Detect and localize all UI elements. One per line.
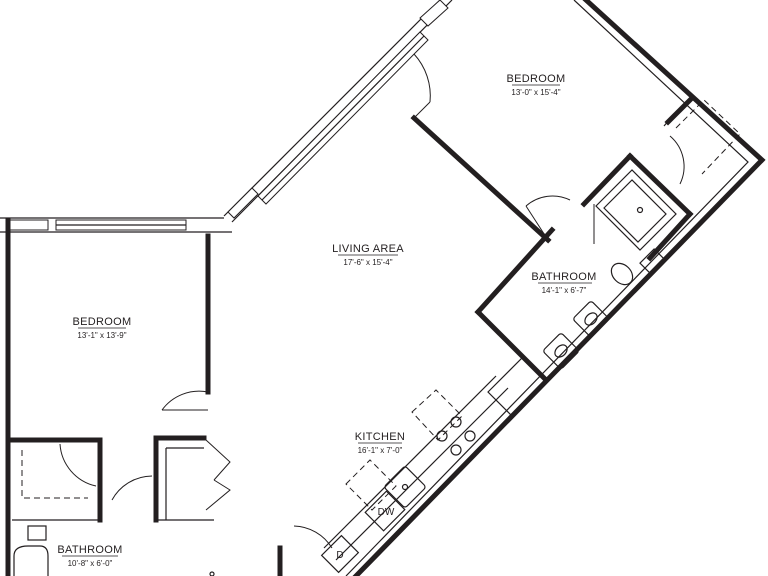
kitchen-dims: 16'-1" x 7'-0" (358, 446, 403, 455)
left-bath-fixtures (13, 525, 215, 576)
dishwasher-label: DW (378, 507, 395, 518)
left-windows (9, 219, 187, 231)
bathroom-right-name: BATHROOM (531, 271, 596, 283)
bedroom-top-name: BEDROOM (507, 73, 566, 85)
appliance-labels: DW D (336, 507, 395, 561)
kitchen-fixtures (320, 375, 509, 574)
bedroom-top-dims: 13'-0" x 15'-4" (511, 88, 560, 97)
dryer-label: D (336, 550, 343, 561)
bedroom-left-dims: 13'-1" x 13'-9" (77, 331, 126, 340)
doors (59, 53, 685, 549)
kitchen-name: KITCHEN (355, 431, 405, 443)
diagonal-windows (227, 0, 449, 219)
room-labels: BEDROOM 13'-0" x 15'-4" LIVING AREA 17'-… (57, 73, 596, 568)
bedroom-left-name: BEDROOM (73, 316, 132, 328)
bathroom-right-dims: 14'-1" x 6'-7" (542, 286, 587, 295)
bathroom-left-dims: 10'-8" x 6'-0" (68, 559, 113, 568)
living-area-dims: 17'-6" x 15'-4" (343, 258, 392, 267)
bathroom-left-name: BATHROOM (57, 544, 122, 556)
dashed-outlines (21, 99, 741, 511)
interior-walls (9, 96, 694, 576)
living-area-name: LIVING AREA (332, 243, 404, 255)
right-bath-fixtures (543, 169, 677, 369)
